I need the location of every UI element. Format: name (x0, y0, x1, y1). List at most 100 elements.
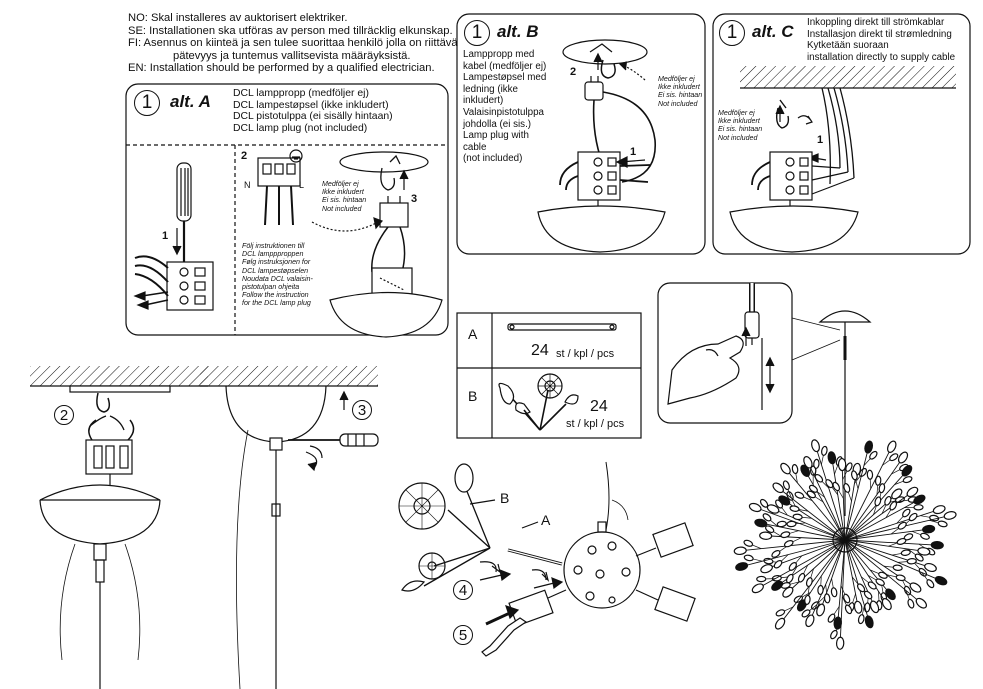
chandelier-leaf (751, 583, 764, 594)
chandelier-leaf (774, 617, 786, 630)
note-line: Not included (658, 99, 698, 108)
chandelier-branch (844, 499, 920, 541)
follow-instruction-note: Följ instruktionen till DCL lamppproppen… (242, 242, 313, 308)
note-line: Ikke inkludert (718, 117, 760, 126)
alt-b-step-1: 1 (630, 146, 637, 158)
chandelier-leaf (908, 512, 918, 522)
chandelier-leaf (874, 496, 882, 507)
plug-line: inkludert) (463, 95, 504, 107)
chandelier-leaf (735, 562, 749, 571)
chandelier-branch (844, 539, 942, 582)
chandelier-leaf (776, 520, 787, 528)
chandelier-branch (755, 507, 846, 541)
chandelier-leaf (851, 470, 858, 481)
note-line: for the DCL lamp plug (242, 299, 311, 308)
plug-line: Lampestøpsel med (463, 72, 547, 84)
alt-c-number: 1 (719, 20, 745, 46)
chandelier-leaf (889, 453, 899, 462)
chandelier-leaf (874, 475, 882, 486)
note-line: Follow the instruction (242, 291, 309, 300)
chandelier-branch (844, 539, 870, 622)
chandelier-leaf (762, 513, 772, 522)
chandelier-leaf (843, 593, 851, 604)
terminal-n-label: N (244, 180, 251, 190)
chandelier-branch (844, 539, 859, 608)
chandelier-leaf (811, 439, 820, 453)
part-a-unit: st / kpl / pcs (556, 348, 615, 360)
alt-a-title: alt. A (170, 92, 211, 111)
chandelier-leaf (869, 600, 880, 614)
chandelier-leaf (915, 597, 928, 609)
chandelier-leaf (801, 609, 811, 618)
note-line: pistotulpan ohjeita (242, 282, 300, 291)
chandelier-leaf (743, 554, 754, 562)
chandelier-leaf (827, 451, 837, 465)
terminal-block-2 (257, 149, 303, 226)
chandelier-leaf (906, 558, 917, 565)
chandelier-leaf (857, 614, 865, 625)
desc-line: Inkoppling direkt till strömkablar (807, 17, 945, 28)
plug-line: cable (463, 141, 487, 153)
chandelier-leaf (803, 456, 813, 469)
chandelier-leaf (885, 588, 896, 601)
chandelier-leaf (932, 505, 946, 515)
chandelier-branch (765, 535, 846, 541)
chandelier-branch (844, 539, 891, 595)
chandelier-leaf (856, 583, 866, 593)
chandelier-branch (804, 470, 846, 541)
alt-a-step-3: 3 (411, 193, 418, 205)
chandelier-leaf (864, 440, 874, 454)
note-line: Følg instruksjonen for (242, 258, 311, 267)
chandelier-leaf (792, 513, 803, 521)
parts-box (456, 312, 642, 439)
alt-c-note: Medföljer ej Ikke inkludert Ei sis. hint… (718, 109, 762, 142)
step-4-badge: 4 (453, 580, 473, 600)
plug-line: DCL lamppropp (medföljer ej) (233, 88, 369, 99)
instruction-line: pätevyys ja tuntemus vallitsevista määrä… (173, 49, 411, 62)
chandelier-leaf (805, 577, 813, 588)
plug-line: ledning (ikke (463, 83, 519, 95)
leaf-cluster (498, 373, 579, 431)
chandelier-leaf (843, 483, 851, 493)
chandelier-leaf (914, 553, 924, 562)
chandelier-leaf (853, 600, 863, 614)
chandelier-leaf (878, 571, 888, 579)
chandelier-branch (741, 539, 846, 567)
chandelier-leaf (783, 540, 794, 548)
note-line: Medföljer ej (658, 75, 695, 83)
alt-a-step-1: 1 (162, 230, 169, 242)
step3-figure (200, 366, 379, 689)
step-2-badge: 2 (54, 405, 74, 425)
chandelier-branch (740, 539, 846, 552)
chandelier-branches (733, 439, 957, 650)
chandelier-leaf (771, 549, 781, 558)
chandelier-leaf (906, 486, 919, 498)
chandelier-leaf (775, 609, 786, 617)
alt-b-step-2: 2 (570, 66, 577, 78)
chandelier-leaf (864, 615, 874, 629)
chandelier-leaf (772, 482, 784, 494)
chandelier-leaf (748, 502, 762, 513)
note-line: Ei sis. hintaan (658, 91, 703, 100)
alt-c-step-1: 1 (817, 134, 824, 146)
chandelier-branch (831, 457, 846, 541)
plug-line: Lamppropp med (463, 49, 535, 60)
chandelier-leaf (897, 451, 909, 464)
chandelier-leaf (825, 479, 834, 489)
plug-line: kabel (medföljer ej) (463, 60, 547, 72)
chandelier-leaf (800, 464, 811, 477)
chandelier-leaf (926, 579, 935, 589)
chandelier-leaf (780, 462, 791, 475)
chandelier-leaf (805, 614, 815, 628)
chandelier-leaf (937, 520, 948, 528)
chandelier-leaf (778, 495, 791, 506)
chandelier-branch (809, 539, 846, 621)
chandelier-leaf (833, 616, 842, 630)
alt-c-panel (712, 13, 971, 255)
chandelier-leaf (766, 504, 780, 514)
chandelier-leaf (922, 524, 936, 534)
chandelier-branch (844, 539, 888, 605)
screwdriver-icon (176, 162, 192, 262)
chandelier-leaf (773, 560, 783, 569)
chandelier-leaf (808, 484, 818, 493)
